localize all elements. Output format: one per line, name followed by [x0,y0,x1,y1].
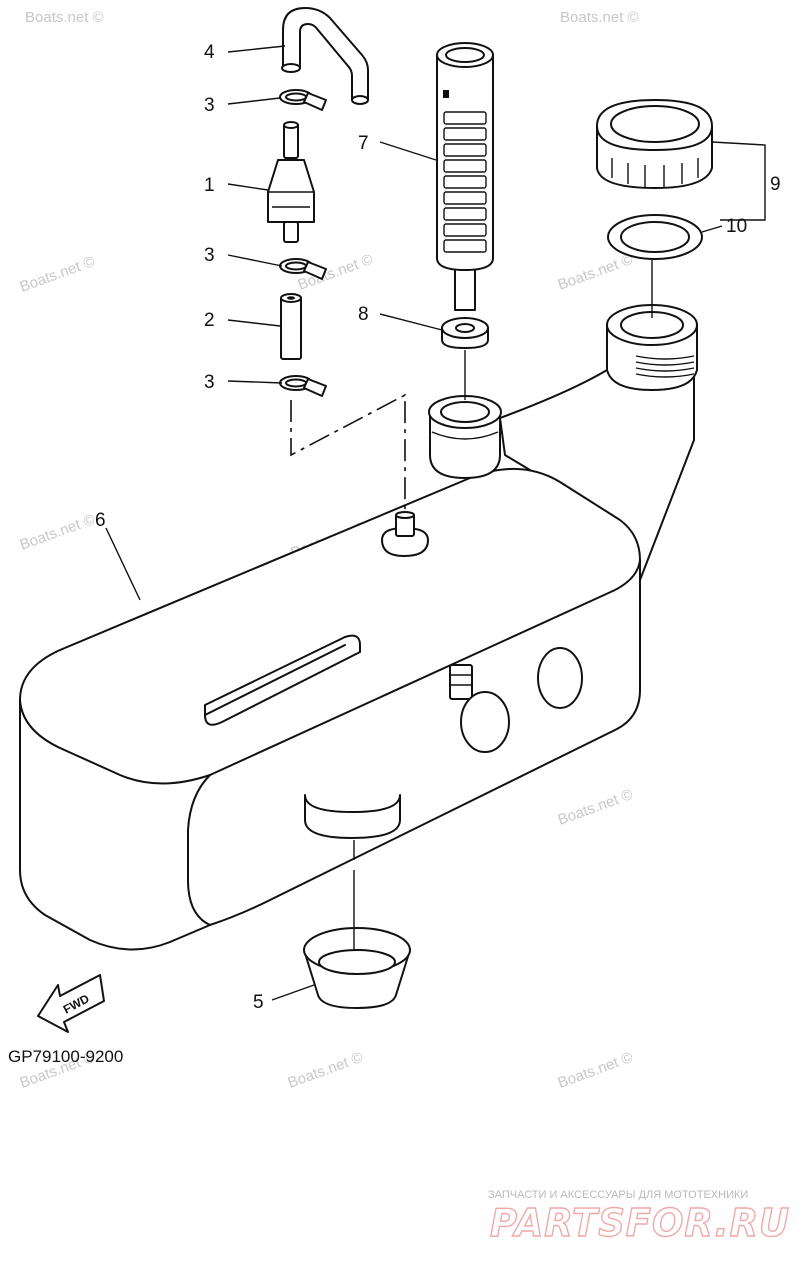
watermark: Boats.net © [18,511,98,554]
callout-7: 7 [358,133,369,154]
callout-3: 3 [204,245,215,266]
cap-part-5 [303,927,411,1009]
fwd-arrow-icon: FWD [37,974,105,1033]
watermark: Boats.net © [560,9,639,26]
callouts: 4 3 1 3 2 3 7 8 9 10 6 5 [95,42,781,1013]
hose-part-4 [281,7,369,105]
callout-6: 6 [95,510,106,531]
watermark: Boats.net © [25,9,104,26]
tank-part-6 [19,304,698,951]
watermark: Boats.net © [18,253,98,296]
callout-2: 2 [204,310,215,331]
callout-9: 9 [770,174,781,195]
clip-part-3 [279,375,327,397]
gasket-part-10 [607,214,703,260]
grommet-part-8 [441,317,489,349]
partsfor-logo: ЗАПЧАСТИ И АКСЕССУАРЫ ДЛЯ МОТОТЕХНИКИ PA… [488,1189,790,1246]
filter-part-1 [267,121,315,243]
callout-1: 1 [204,175,215,196]
part-code: GP79100-9200 [8,1047,123,1066]
assembly-lines [290,260,653,950]
leader-lines [105,45,766,1001]
brand-tagline: ЗАПЧАСТИ И АКСЕССУАРЫ ДЛЯ МОТОТЕХНИКИ [488,1189,748,1201]
pipe-part-2 [280,293,302,360]
callout-3: 3 [204,372,215,393]
callout-4: 4 [204,42,215,63]
callout-5: 5 [253,992,264,1013]
filler-cap-part-9 [596,99,713,189]
callout-8: 8 [358,304,369,325]
callout-3: 3 [204,95,215,116]
watermark: Boats.net © [286,1049,366,1092]
watermark: Boats.net © [556,251,636,294]
strainer-part-7 [436,42,494,311]
callout-10: 10 [726,216,747,237]
watermark: Boats.net © [556,1049,636,1092]
watermark: Boats.net © [556,786,636,829]
brand-name: PARTSFOR.RU [490,1201,790,1245]
clip-part-3 [279,89,327,111]
